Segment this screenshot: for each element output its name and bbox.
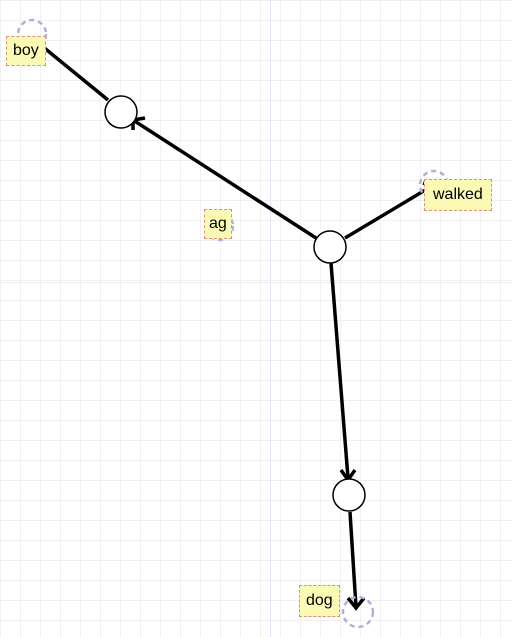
edge-center-to-walked[interactable] bbox=[344, 184, 433, 240]
horizontal-axis-line bbox=[0, 282, 512, 283]
node-upper[interactable] bbox=[104, 95, 138, 129]
vertical-axis-line bbox=[270, 0, 271, 637]
arrowhead-dog bbox=[346, 596, 366, 611]
node-lower[interactable] bbox=[332, 478, 366, 512]
handle-dog[interactable] bbox=[341, 595, 375, 629]
edge-upper-node-to-boy[interactable] bbox=[35, 40, 110, 102]
label-boy[interactable]: boy bbox=[6, 36, 46, 66]
edge-lower-node-to-dog[interactable] bbox=[348, 511, 358, 608]
edge-center-to-lower-node[interactable] bbox=[329, 262, 350, 479]
node-center[interactable] bbox=[313, 230, 347, 264]
label-ag[interactable]: ag bbox=[204, 209, 232, 239]
label-walked[interactable]: walked bbox=[424, 179, 492, 211]
edge-center-to-upper-node[interactable] bbox=[132, 118, 331, 249]
label-dog[interactable]: dog bbox=[299, 585, 340, 617]
